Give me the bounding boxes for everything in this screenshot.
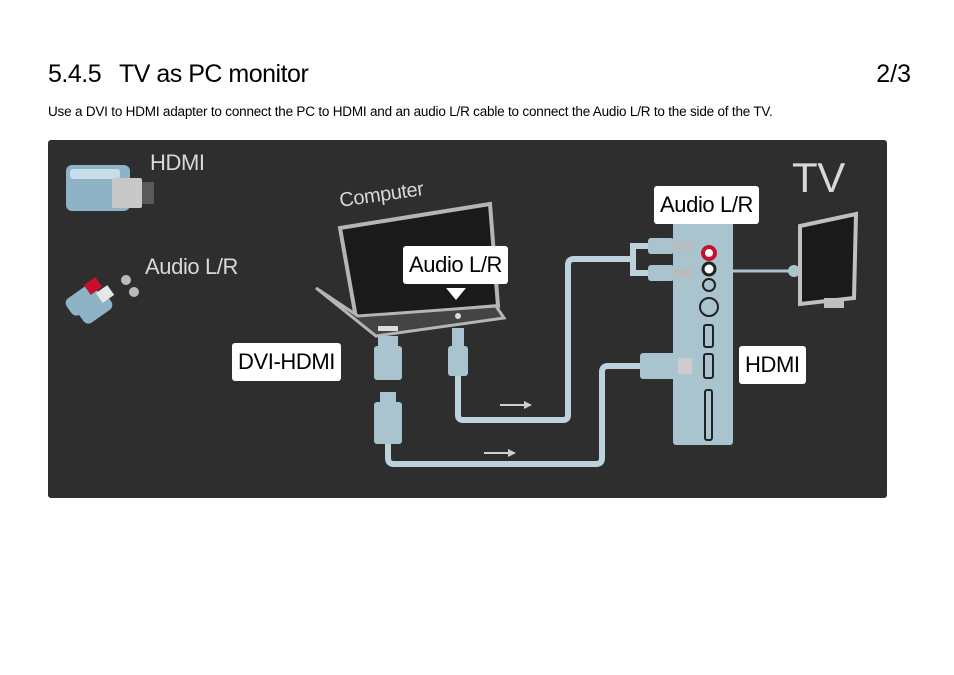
legend-audio-label: Audio L/R [145, 254, 239, 279]
dvi-hdmi-cable [374, 336, 692, 467]
diagram-graphics [65, 165, 859, 467]
intro-text: Use a DVI to HDMI adapter to connect the… [48, 104, 773, 119]
audio-plug-icon [65, 275, 139, 324]
tv-label: TV [792, 154, 845, 201]
section-heading: 5.4.5 TV as PC monitor 2/3 [48, 60, 911, 94]
dvi-hdmi-label: DVI-HDMI [232, 343, 342, 381]
audio-pc-label: Audio L/R [403, 246, 509, 284]
audio-tv-label: Audio L/R [654, 186, 760, 224]
connection-diagram: HDMI Audio L/R Computer TV Audio L/R Aud… [48, 140, 887, 498]
hdmi-adapter-icon [66, 165, 154, 211]
audio-cable [448, 238, 692, 423]
page-indicator: 2/3 [876, 60, 911, 88]
hdmi-tv-label: HDMI [739, 346, 806, 384]
tv-icon [733, 211, 859, 308]
section-number: 5.4.5 [48, 60, 102, 88]
legend-hdmi-label: HDMI [150, 150, 205, 175]
audio-callout-pointer [446, 288, 466, 300]
section-title: TV as PC monitor [119, 60, 309, 88]
tv-side-panel [673, 220, 733, 445]
